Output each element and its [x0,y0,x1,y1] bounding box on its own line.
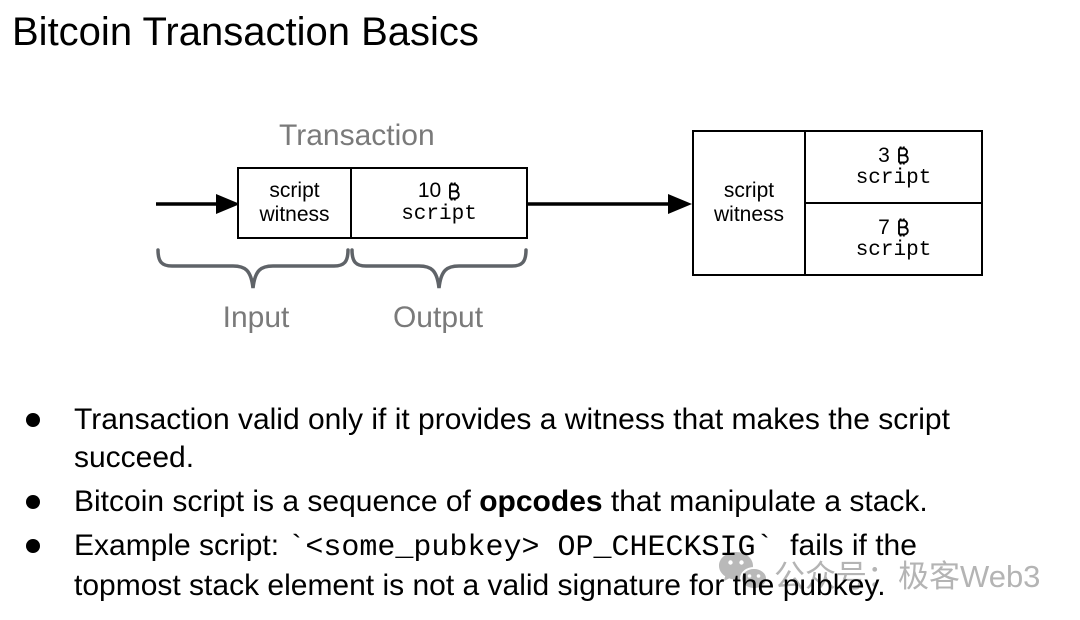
text-run: Bitcoin script is a sequence of [74,485,480,518]
bullet-dot-icon [26,413,40,427]
bullet-dot-icon [26,539,40,553]
bullet-line: Transaction valid only if it provides a … [74,401,1072,439]
bitcoin-sign-icon [897,146,909,165]
witness-line: witness [713,203,785,226]
text-run: fails if the [773,529,917,562]
text-run-code: `<some_pubkey> OP_CHECKSIG` [287,531,774,565]
bullet-line: Example script: `<some_pubkey> OP_CHECKS… [74,527,1072,567]
output-script-label: script [855,167,932,190]
input-arrow [156,194,240,214]
bullet-text: Transaction valid only if it provides a … [74,401,1072,477]
input-brace-icon [156,248,350,289]
bitcoin-sign-icon [449,182,460,200]
bullet-line: Bitcoin script is a sequence of opcodes … [74,483,1072,521]
text-run: that manipulate a stack. [602,485,928,518]
amount-value: 7 [878,216,890,239]
bullet-text: Example script: `<some_pubkey> OP_CHECKS… [74,527,1072,605]
bullet-item: Transaction valid only if it provides a … [22,401,1072,477]
utxo-box: script witness 3 script 7 [692,130,983,276]
utxo-witness-cell: script witness [694,132,806,274]
bullet-list: Transaction valid only if it provides a … [22,401,1072,611]
watermark-text: 公众号：极客Web3 [774,558,1041,594]
page-title: Bitcoin Transaction Basics [12,10,479,54]
amount-value: 3 [878,144,890,167]
bullet-text: Bitcoin script is a sequence of opcodes … [74,483,1072,521]
output-label: Output [392,301,484,334]
utxo-outputs-column: 3 script 7 script [806,132,981,274]
output-amount: 7 [878,216,909,239]
text-run: Example script: [74,529,288,562]
tx-witness-cell: script witness [239,169,352,237]
output-script-label: script [401,203,477,226]
transaction-label: Transaction [279,119,435,152]
arrowhead-icon [668,194,692,214]
text-run: topmost stack element is not a valid sig… [74,569,886,602]
bullet-dot-icon [26,495,40,509]
tx-output-cell: 10 script [352,169,526,237]
bullet-item: Example script: `<some_pubkey> OP_CHECKS… [22,527,1072,605]
amount-value: 10 [417,179,442,202]
bitcoin-sign-icon [897,218,909,237]
witness-line: script [269,179,320,202]
text-run: Transaction valid only if it provides a … [74,403,950,436]
input-label: Input [222,301,290,334]
output-brace-icon [350,248,528,289]
output-amount: 10 [418,179,460,203]
wechat-icon [719,552,768,593]
transaction-box: script witness 10 script [237,167,528,239]
text-run-bold: opcodes [479,485,603,518]
watermark: 公众号：极客Web3 [718,550,1040,596]
bullet-item: Bitcoin script is a sequence of opcodes … [22,483,1072,521]
output-amount: 3 [878,144,909,167]
witness-line: witness [259,203,330,226]
witness-line: script [723,179,775,202]
utxo-output-row: 7 script [806,204,981,274]
text-run: succeed. [74,441,195,474]
bullet-line: topmost stack element is not a valid sig… [74,567,1072,605]
output-script-label: script [855,239,932,262]
output-arrow [528,194,692,214]
bullet-line: succeed. [74,439,1072,477]
utxo-output-row: 3 script [806,132,981,204]
